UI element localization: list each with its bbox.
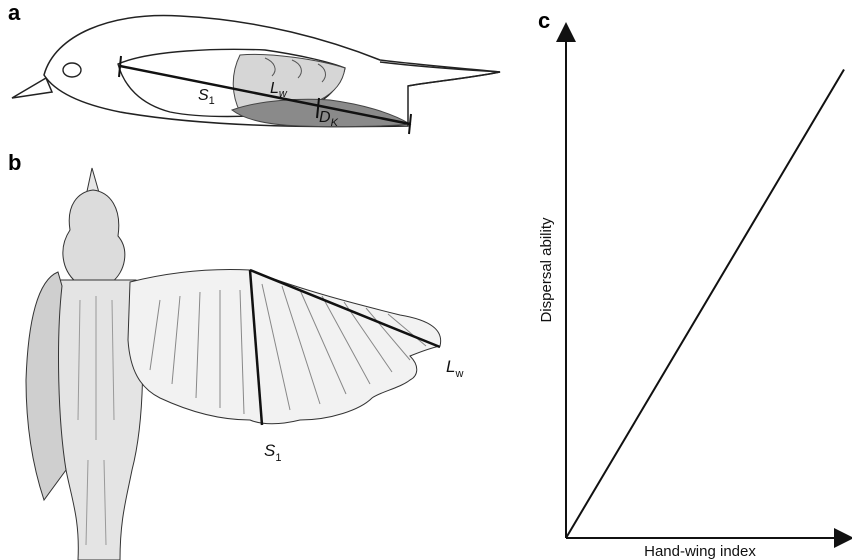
y-axis-title: Dispersal ability <box>538 217 555 323</box>
panel-a-bird-diagram: S1 Lw DK <box>12 16 500 134</box>
bird-eye <box>63 63 81 77</box>
label-b-s1: S1 <box>264 441 281 464</box>
panel-letter-c: c <box>538 8 550 34</box>
x-axis-title: Hand-wing index <box>644 543 756 560</box>
label-b-lw: Lw <box>446 357 463 380</box>
panel-letter-b: b <box>8 150 21 176</box>
bird-b-head <box>63 190 125 282</box>
panel-letter-a: a <box>8 0 20 26</box>
panel-c-chart: Hand-wing index Dispersal ability <box>538 32 844 560</box>
series-layer <box>566 69 844 538</box>
tick-end <box>409 114 411 134</box>
series-line-0 <box>566 69 844 538</box>
panel-b-bird-sketch: S1 Lw <box>26 168 463 560</box>
bird-beak <box>12 78 52 98</box>
